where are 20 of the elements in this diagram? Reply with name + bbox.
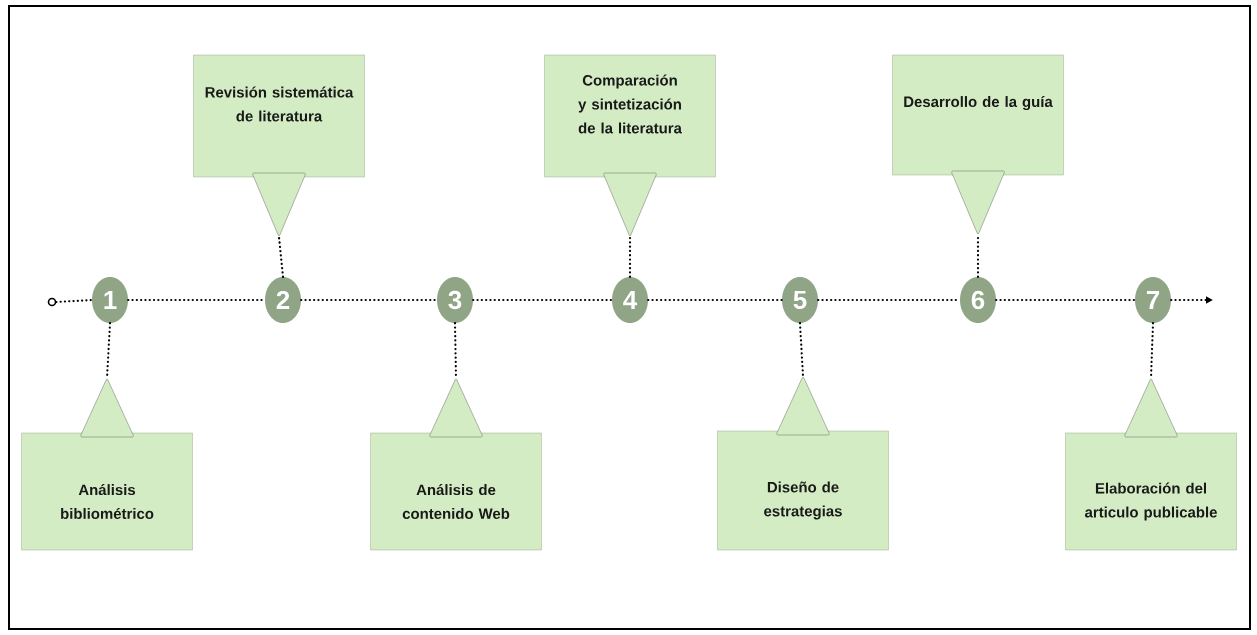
callout-box: Elaboración del articulo publicable: [1065, 378, 1237, 551]
leader-line: [453, 322, 458, 379]
leader-line: [277, 236, 285, 278]
timeline-line: [55, 298, 93, 304]
callout-box: Análisis de contenido Web: [370, 378, 542, 551]
leader-line: [976, 234, 980, 278]
timeline-line: [995, 298, 1136, 302]
timeline-line: [300, 298, 438, 302]
leader-line: [105, 322, 112, 379]
timeline-line: [127, 298, 266, 302]
callout-box: Desarrollo de la guía: [892, 54, 1064, 235]
leader-line: [1149, 322, 1155, 379]
leader-line: [628, 236, 632, 278]
callout-box: Análisis bibliométrico: [21, 378, 193, 551]
timeline-line: [647, 298, 783, 302]
callout-box: Comparación y sintetización de la literatura: [544, 54, 716, 237]
timeline-line: [472, 298, 613, 302]
callout-box: Revisión sistemática de literatura: [193, 54, 365, 237]
callout-box: Diseño de estrategias: [717, 376, 889, 551]
leader-line: [798, 322, 805, 377]
